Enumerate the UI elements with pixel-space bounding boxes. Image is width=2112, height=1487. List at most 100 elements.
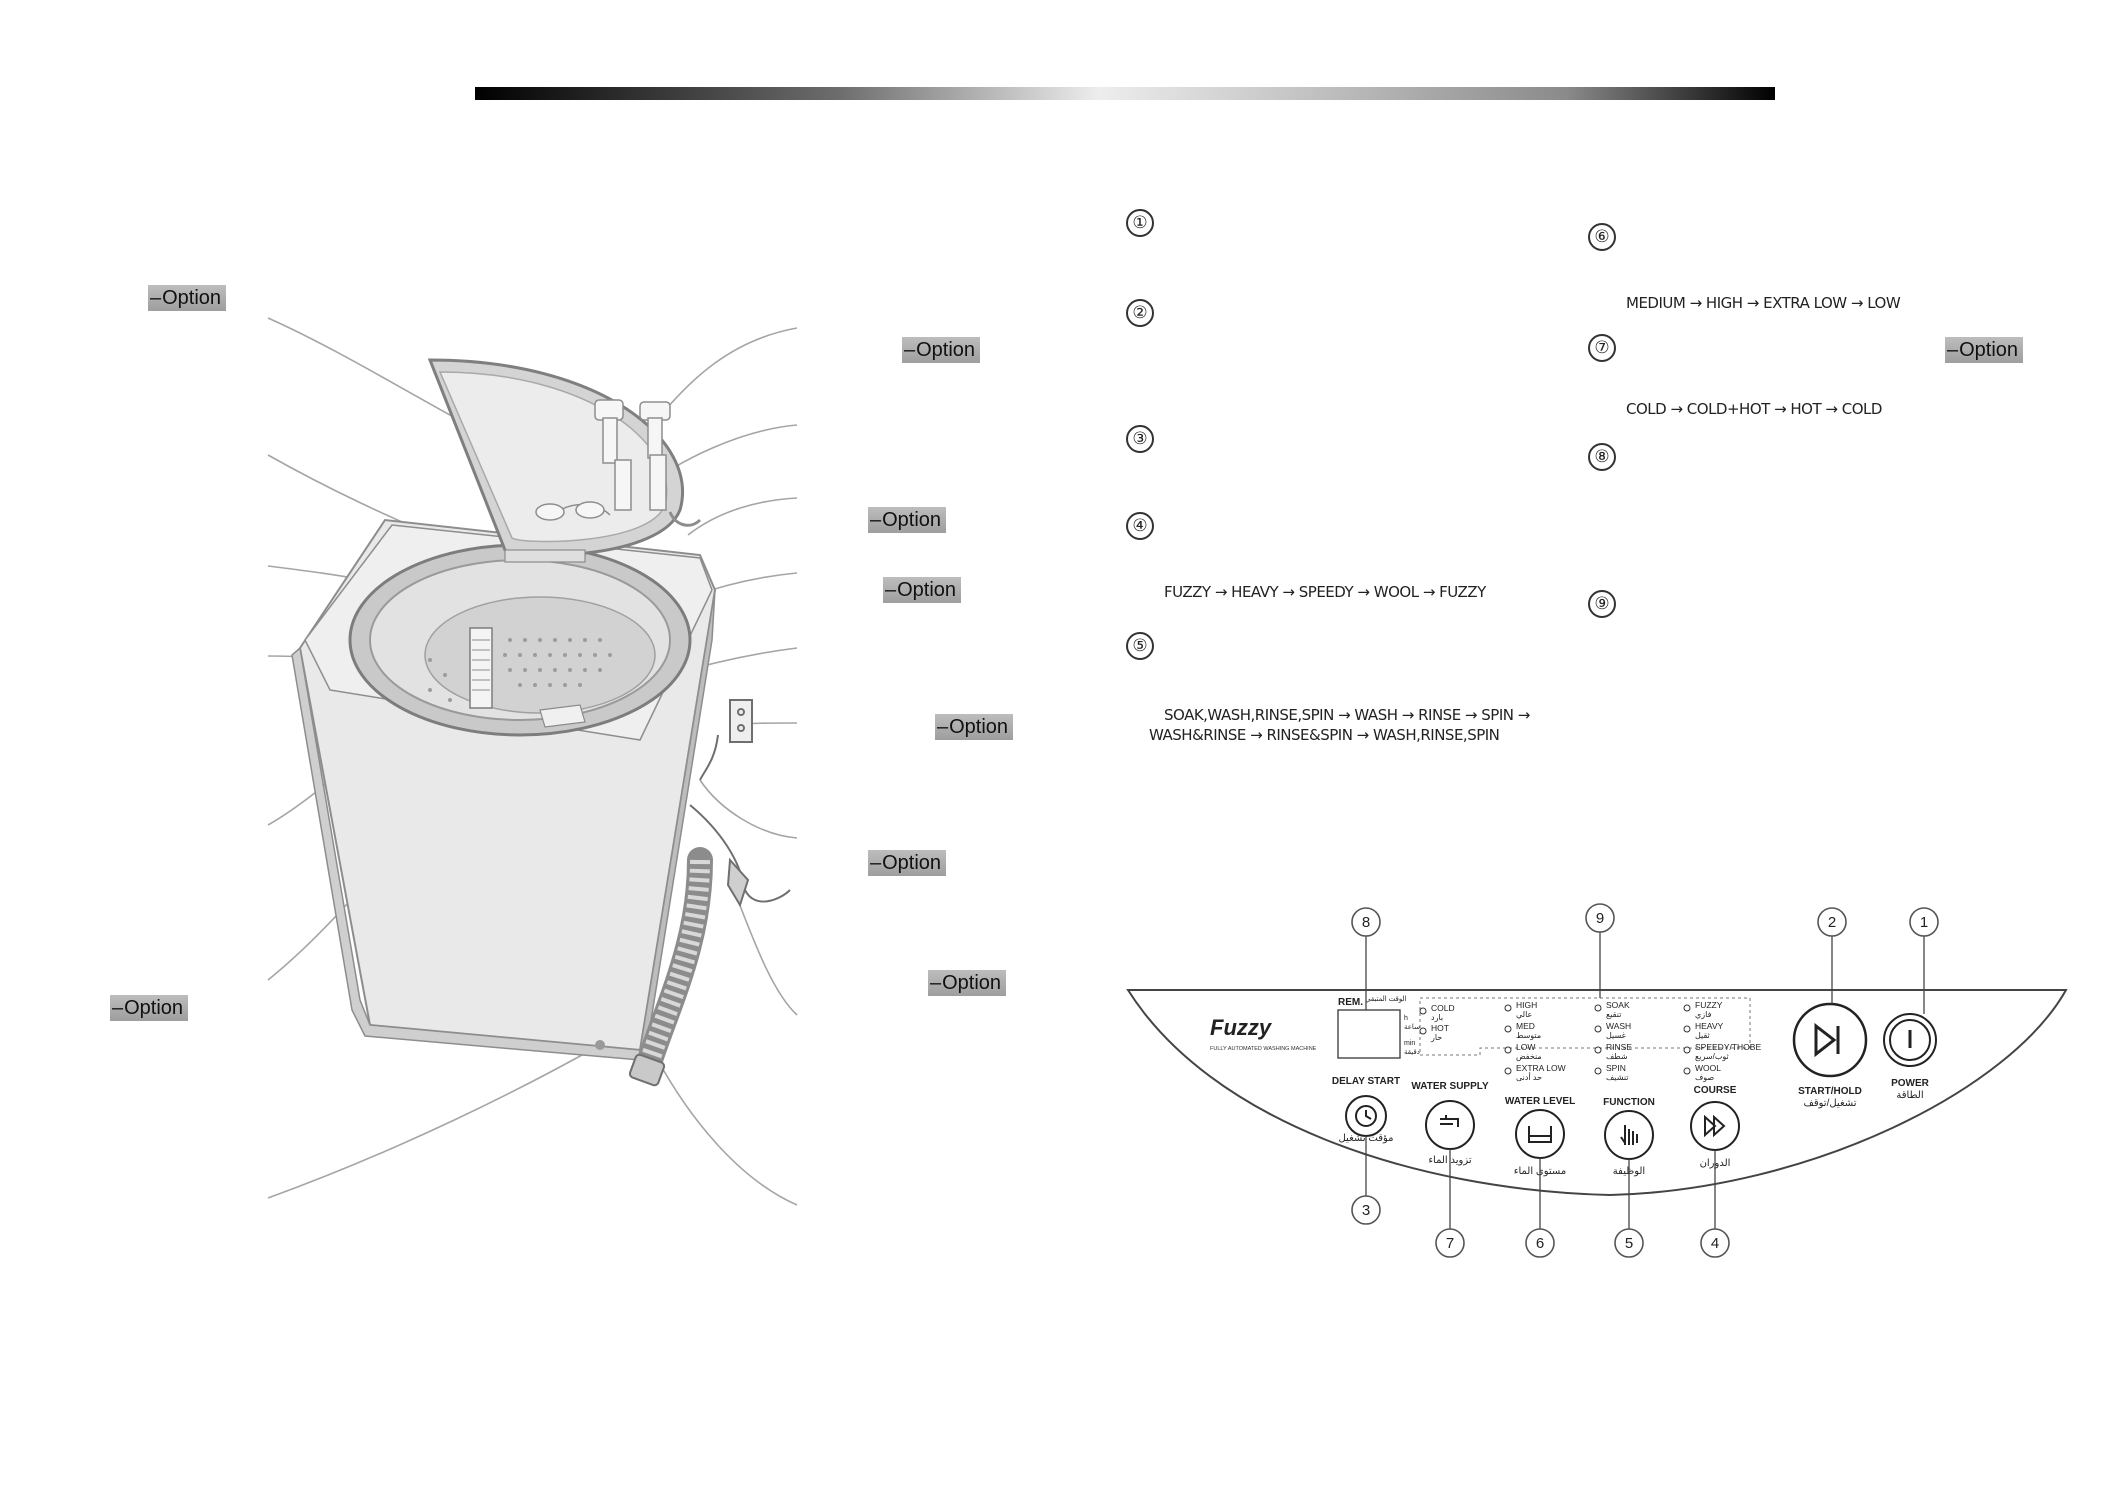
item-marker-9: ⑨	[1588, 590, 1616, 618]
power-button[interactable]	[1883, 1013, 1937, 1067]
course-label-2: SPEEDY/THOBE	[1695, 1042, 1761, 1052]
item-marker-4: ④	[1126, 512, 1154, 540]
water-level-button[interactable]	[1515, 1109, 1565, 1159]
function-label-ar-2: شطف	[1606, 1052, 1628, 1061]
water-level-lamp-1	[1504, 1025, 1512, 1033]
washer-tub	[348, 543, 692, 737]
course-lamp-3	[1683, 1067, 1691, 1075]
remaining-time-display	[1337, 1009, 1401, 1059]
water-level-label-1: MED	[1516, 1021, 1535, 1031]
function-label-ar-1: غسيل	[1606, 1031, 1626, 1040]
water-temp-label-ar-1: حار	[1430, 1033, 1442, 1042]
callout-circle-7	[1435, 1228, 1465, 1258]
water-level-lamp-0	[1504, 1004, 1512, 1012]
function-lamp-0	[1594, 1004, 1602, 1012]
course-lamp-0	[1683, 1004, 1691, 1012]
function-label-0: SOAK	[1606, 1000, 1630, 1010]
function-button[interactable]	[1604, 1110, 1654, 1160]
option-tag-cabinet: Option	[110, 995, 189, 1021]
detergent-box	[539, 704, 586, 728]
power-plug	[689, 699, 791, 908]
callout-number-3: 3	[1362, 1202, 1370, 1219]
course-label-3: WOOL	[1695, 1063, 1721, 1073]
option-tag-adapter: Option	[883, 577, 962, 603]
leveling-foot	[595, 1040, 605, 1050]
header-gradient-bar	[475, 87, 1775, 100]
ff-icon	[1704, 1114, 1726, 1138]
pulsator-holes	[428, 638, 612, 702]
water-level-label-ar-3: حد أدنى	[1516, 1072, 1542, 1082]
brand-subtitle: FULLY AUTOMATED WASHING MACHINE	[1210, 1046, 1317, 1052]
item-marker-5: ⑤	[1126, 632, 1154, 660]
water-level-lamp-3	[1504, 1067, 1512, 1075]
start-hold-button[interactable]	[1792, 1002, 1868, 1078]
water-temp-lamp-0	[1419, 1007, 1427, 1015]
brand-logo: Fuzzy	[1210, 1015, 1273, 1040]
course-sequence: FUZZY → HEAVY → SPEEDY → WOOL → FUZZY	[1164, 583, 1486, 601]
option-tag-drain: Option	[928, 970, 1007, 996]
function-sequence-line2: WASH&RINSE → RINSE&SPIN → WASH,RINSE,SPI…	[1149, 726, 1500, 744]
callout-number-5: 5	[1625, 1235, 1633, 1252]
water-level-label-2: LOW	[1516, 1042, 1535, 1052]
callout-number-9: 9	[1596, 910, 1604, 927]
water-level-label-3: EXTRA LOW	[1516, 1063, 1566, 1073]
function-lamp-1	[1594, 1025, 1602, 1033]
item-marker-3: ③	[1126, 425, 1154, 453]
course-lamp-2	[1683, 1046, 1691, 1054]
rem-label-ar: الوقت المتبقي	[1365, 996, 1407, 1003]
callout-circle-2	[1817, 907, 1847, 937]
water-temp-label-0: COLD	[1431, 1003, 1455, 1013]
tap-icon	[1440, 1115, 1459, 1127]
water-supply-sequence: COLD → COLD+HOT → HOT → COLD	[1626, 400, 1882, 418]
hour-label: h	[1404, 1015, 1408, 1022]
water-level-label: WATER LEVEL	[1505, 1096, 1575, 1107]
indicator-lamps: COLDباردHOTحارHIGHعاليMEDمتوسطLOWمنخفضEX…	[1419, 1000, 1761, 1082]
water-supply-button[interactable]	[1425, 1100, 1475, 1150]
water-temp-label-1: HOT	[1431, 1023, 1449, 1033]
callout-circle-9	[1585, 903, 1615, 933]
min-label-ar: دقيقة	[1404, 1049, 1420, 1056]
callout-number-2: 2	[1828, 914, 1836, 931]
start-hold-label: START/HOLD	[1798, 1086, 1862, 1097]
course-button[interactable]	[1690, 1101, 1740, 1151]
water-level-label-ar-1: متوسط	[1516, 1031, 1541, 1040]
water-temp-label-ar-0: بارد	[1431, 1013, 1443, 1022]
course-label-1: HEAVY	[1695, 1021, 1724, 1031]
delay-start-label: DELAY START	[1332, 1076, 1400, 1087]
start-hold-label-ar: تشغيل/توقف	[1804, 1098, 1857, 1109]
min-label: min	[1404, 1040, 1415, 1047]
function-label-1: WASH	[1606, 1021, 1631, 1031]
option-tag-lid: Option	[148, 285, 227, 311]
item-marker-2: ②	[1126, 299, 1154, 327]
indicator-group-outline	[1419, 997, 1751, 1056]
callout-circle-3	[1351, 1195, 1381, 1225]
function-lamp-2	[1594, 1046, 1602, 1054]
callout-circle-6	[1525, 1228, 1555, 1258]
callout-circle-8	[1351, 907, 1381, 937]
option-tag-water-supply: Option	[1945, 337, 2024, 363]
water-level-label-ar-0: عالي	[1516, 1010, 1532, 1019]
course-label: COURSE	[1694, 1085, 1737, 1096]
callout-number-6: 6	[1536, 1235, 1544, 1252]
function-lamp-3	[1594, 1067, 1602, 1075]
option-tag-cord: Option	[868, 850, 947, 876]
water-supply-label: WATER SUPPLY	[1411, 1081, 1489, 1092]
rem-label: REM.	[1338, 997, 1363, 1008]
play-icon	[1814, 1022, 1840, 1058]
lint-filter-mesh	[472, 639, 490, 691]
callout-circle-5	[1614, 1228, 1644, 1258]
callout-circle-1	[1909, 907, 1939, 937]
drain-hose	[628, 847, 713, 1087]
function-label-2: RINSE	[1606, 1042, 1632, 1052]
callout-number-7: 7	[1446, 1235, 1454, 1252]
delay-start-button[interactable]	[1345, 1095, 1387, 1137]
item-marker-8: ⑧	[1588, 443, 1616, 471]
power-label-ar: الطاقة	[1896, 1090, 1923, 1101]
function-label-3: SPIN	[1606, 1063, 1626, 1073]
hour-label-ar: ساعة	[1404, 1024, 1420, 1031]
function-sequence-line1: SOAK,WASH,RINSE,SPIN → WASH → RINSE → SP…	[1164, 706, 1530, 724]
faucet-hoses	[535, 399, 702, 527]
function-label: FUNCTION	[1603, 1097, 1655, 1108]
function-label-ar-3: تنشيف	[1606, 1073, 1628, 1082]
